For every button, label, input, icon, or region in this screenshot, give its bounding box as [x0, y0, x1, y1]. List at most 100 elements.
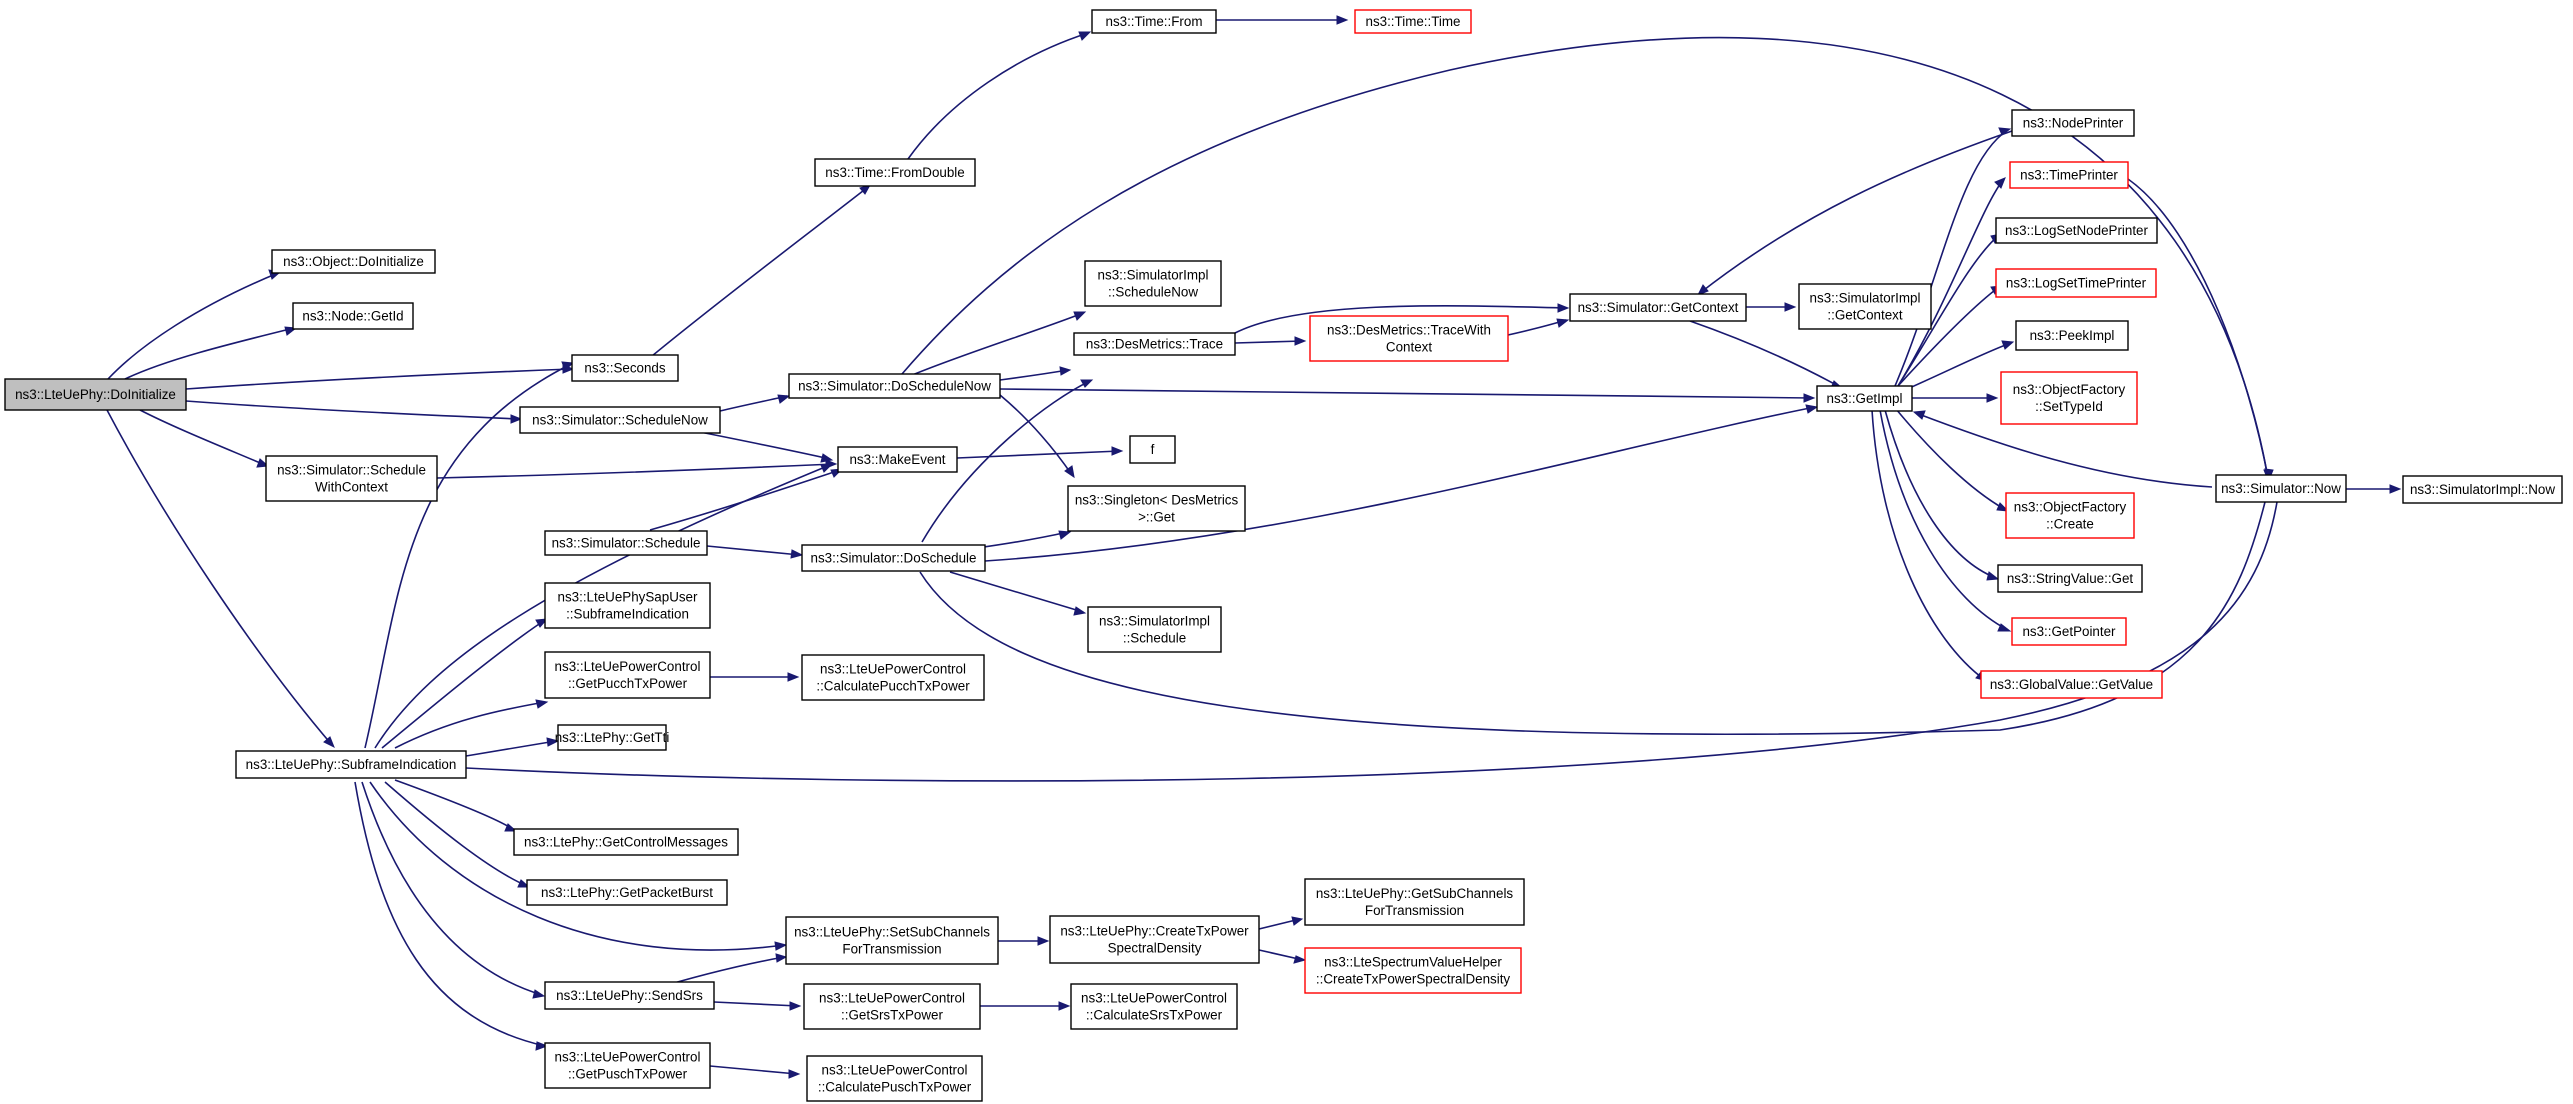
node-label: ns3::LteUePowerControl: [1081, 991, 1227, 1006]
function-node-calcpusch[interactable]: ns3::LteUePowerControl::CalculatePuschTx…: [806, 1055, 983, 1102]
node-label: ns3::LteUePhy::DoInitialize: [15, 387, 176, 402]
node-box: [1997, 564, 2143, 593]
arrowhead: [1805, 404, 1819, 414]
node-label: ns3::LogSetTimePrinter: [2006, 276, 2147, 291]
function-node-objdoinit[interactable]: ns3::Object::DoInitialize: [271, 249, 436, 274]
function-node-setsubch[interactable]: ns3::LteUePhy::SetSubChannelsForTransmis…: [785, 916, 999, 965]
function-node-calcsrs[interactable]: ns3::LteUePowerControl::CalculateSrsTxPo…: [1070, 983, 1238, 1030]
function-node-ofsettypeid[interactable]: ns3::ObjectFactory::SetTypeId: [2000, 371, 2138, 425]
arrowhead: [561, 361, 575, 371]
function-node-getsrs[interactable]: ns3::LteUePowerControl::GetSrsTxPower: [803, 983, 981, 1030]
function-node-schednow[interactable]: ns3::Simulator::ScheduleNow: [519, 406, 721, 434]
function-node-dosched[interactable]: ns3::Simulator::DoSchedule: [801, 544, 986, 572]
node-label: ns3::LtePhy::GetPacketBurst: [541, 885, 713, 900]
function-node-singleton[interactable]: ns3::Singleton< DesMetrics >::Get: [1067, 485, 1246, 532]
edge-doinit-schednow: [185, 400, 520, 420]
function-node-strvalget[interactable]: ns3::StringValue::Get: [1997, 564, 2143, 593]
node-box: [1091, 9, 1217, 34]
edge-makeevent-f: [956, 450, 1121, 459]
function-node-getpointer[interactable]: ns3::GetPointer: [2011, 617, 2127, 646]
function-node-createtxpsd[interactable]: ns3::LteUePhy::CreateTxPowerSpectralDens…: [1049, 915, 1260, 964]
function-node-timefromdouble[interactable]: ns3::Time::FromDouble: [814, 158, 976, 187]
function-node-implnow[interactable]: ns3::SimulatorImpl::Now: [2402, 475, 2563, 504]
edge-timeprinter-simnow: [2127, 178, 2269, 479]
function-node-getpusch[interactable]: ns3::LteUePowerControl::GetPuschTxPower: [544, 1042, 711, 1089]
function-node-sched[interactable]: ns3::Simulator::Schedule: [544, 530, 708, 556]
function-node-implschednow[interactable]: ns3::SimulatorImpl::ScheduleNow: [1084, 260, 1222, 307]
node-label: ns3::Simulator::DoScheduleNow: [798, 379, 991, 394]
function-node-makeevent[interactable]: ns3::MakeEvent: [837, 446, 958, 473]
node-label: ns3::Simulator::Schedule: [277, 463, 426, 478]
function-node-logsetnode[interactable]: ns3::LogSetNodePrinter: [1995, 217, 2158, 244]
node-label: ns3::Simulator::DoSchedule: [811, 551, 977, 566]
function-node-getsubch[interactable]: ns3::LteUePhy::GetSubChannelsForTransmis…: [1304, 878, 1525, 926]
function-node-doinit[interactable]: ns3::LteUePhy::DoInitialize: [4, 378, 187, 411]
function-node-calcpucch[interactable]: ns3::LteUePowerControl::CalculatePucchTx…: [801, 654, 985, 701]
function-node-doschednow[interactable]: ns3::Simulator::DoScheduleNow: [788, 373, 1001, 399]
node-label: ns3::TimePrinter: [2020, 168, 2118, 183]
node-box: [1304, 878, 1525, 926]
function-node-nodeprinter[interactable]: ns3::NodePrinter: [2011, 109, 2135, 137]
node-box: [1087, 606, 1222, 653]
arrowhead: [1997, 623, 2012, 632]
node-box: [544, 981, 715, 1010]
function-node-getimpl[interactable]: ns3::GetImpl: [1816, 385, 1913, 412]
edge-sched-makeevent: [649, 469, 841, 531]
node-box: [235, 750, 467, 779]
function-node-nodegetid[interactable]: ns3::Node::GetId: [292, 302, 414, 330]
arrowhead: [2001, 340, 2015, 350]
node-box: [2009, 161, 2129, 189]
node-box: [1980, 670, 2163, 699]
function-node-subframe[interactable]: ns3::LteUePhy::SubframeIndication: [235, 750, 467, 779]
edge-getimpl-ofcreate: [1895, 408, 2007, 511]
node-box: [801, 544, 986, 572]
function-node-implgetctx[interactable]: ns3::SimulatorImpl::GetContext: [1798, 283, 1932, 330]
function-node-sapuser[interactable]: ns3::LteUePhySapUser::SubframeIndication: [544, 582, 711, 629]
node-box: [544, 582, 711, 629]
function-node-timefrom[interactable]: ns3::Time::From: [1091, 9, 1217, 34]
function-node-getpucch[interactable]: ns3::LteUePowerControl::GetPucchTxPower: [544, 651, 711, 699]
function-node-gvgetvalue[interactable]: ns3::GlobalValue::GetValue: [1980, 670, 2163, 699]
node-label: ns3::LteUePhySapUser: [558, 590, 698, 605]
arrowhead: [1998, 127, 2012, 136]
function-node-getcontext[interactable]: ns3::Simulator::GetContext: [1569, 293, 1747, 322]
arrowhead: [535, 1041, 549, 1051]
function-node-peekimpl[interactable]: ns3::PeekImpl: [2015, 320, 2129, 351]
edge-schednow-doschednow: [719, 395, 788, 412]
function-node-desmtrace[interactable]: ns3::DesMetrics::Trace: [1073, 332, 1236, 356]
node-box: [526, 879, 728, 906]
edge-getcontext-getimpl: [1689, 320, 1841, 388]
function-node-svhcreate[interactable]: ns3::LteSpectrumValueHelper::CreateTxPow…: [1304, 947, 1522, 994]
arrowhead: [790, 549, 804, 559]
function-node-timeprinter[interactable]: ns3::TimePrinter: [2009, 161, 2129, 189]
function-node-getpktburst[interactable]: ns3::LtePhy::GetPacketBurst: [526, 879, 728, 906]
node-label: ns3::PeekImpl: [2030, 328, 2115, 343]
function-node-gettti[interactable]: ns3::LtePhy::GetTti: [555, 724, 670, 751]
function-node-logsettime[interactable]: ns3::LogSetTimePrinter: [1995, 268, 2157, 298]
node-box: [1129, 435, 1176, 464]
arrowhead: [2389, 484, 2402, 494]
edge-doinit-nodegetid: [124, 327, 295, 380]
function-node-ofcreate[interactable]: ns3::ObjectFactory::Create: [2005, 492, 2135, 539]
function-node-sendsrs[interactable]: ns3::LteUePhy::SendSrs: [544, 981, 715, 1010]
node-label: ns3::DesMetrics::TraceWith: [1327, 323, 1491, 338]
function-node-seconds[interactable]: ns3::Seconds: [571, 354, 679, 382]
edge-subframe-sched: [374, 464, 831, 749]
node-box: [837, 446, 958, 473]
function-node-simnow[interactable]: ns3::Simulator::Now: [2215, 474, 2347, 503]
edge-subframe-getpucch: [394, 701, 546, 749]
node-label: ns3::Time::From: [1106, 14, 1203, 29]
edge-desmtrace-desmtracectx: [1234, 340, 1304, 344]
node-box: [2015, 320, 2129, 351]
node-label: ns3::Object::DoInitialize: [283, 254, 424, 269]
function-node-timetime[interactable]: ns3::Time::Time: [1354, 9, 1472, 34]
function-node-implsched[interactable]: ns3::SimulatorImpl::Schedule: [1087, 606, 1222, 653]
node-box: [1798, 283, 1932, 330]
node-label: ::SubframeIndication: [566, 607, 689, 622]
function-node-f[interactable]: f: [1129, 435, 1176, 464]
node-box: [271, 249, 436, 274]
function-node-getctrlmsgs[interactable]: ns3::LtePhy::GetControlMessages: [513, 828, 739, 856]
